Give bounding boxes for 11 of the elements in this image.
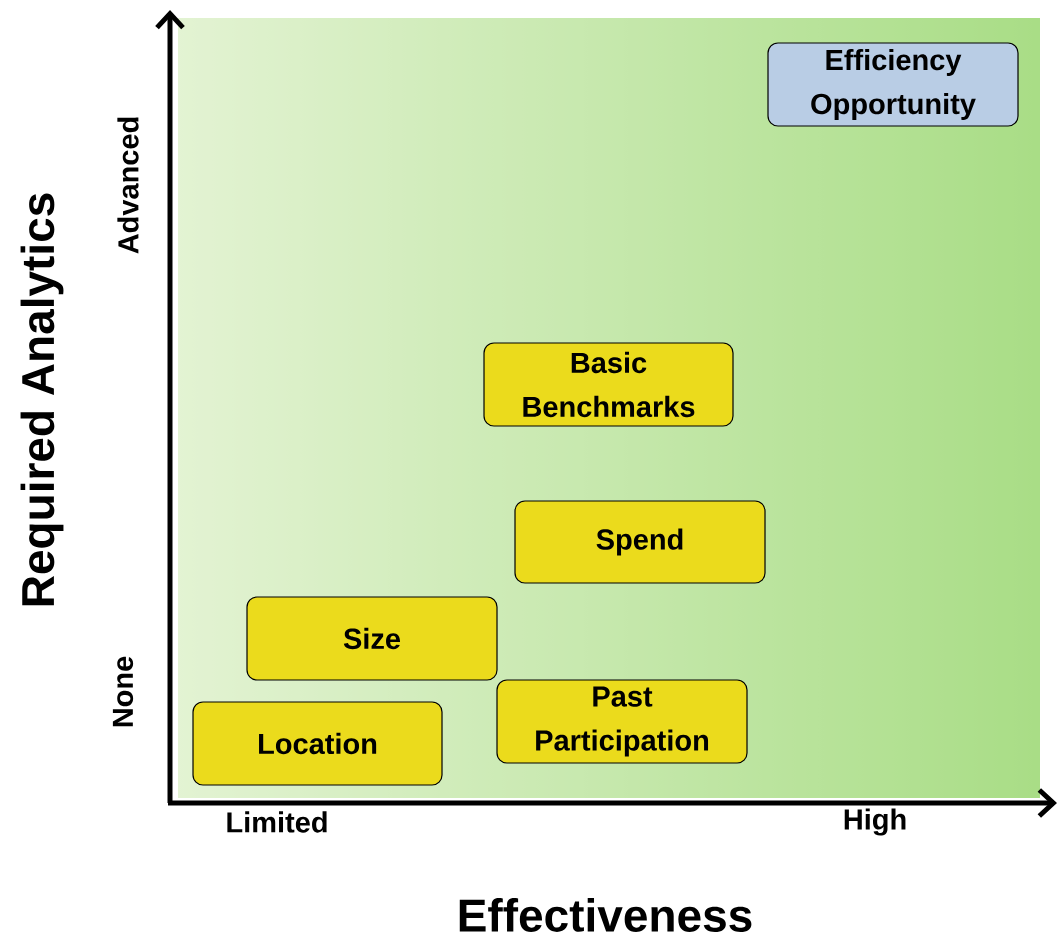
axis-tick-label: High	[844, 808, 906, 836]
category-box: Location	[192, 701, 443, 786]
category-box: Past Participation	[496, 679, 748, 764]
axis-title: Required Analytics	[20, 193, 64, 606]
category-box: Efficiency Opportunity	[767, 42, 1019, 127]
category-box: Spend	[514, 500, 766, 584]
category-box: Basic Benchmarks	[483, 342, 734, 427]
axis-title: Effectiveness	[459, 898, 752, 932]
axis-tick-label: None	[112, 656, 134, 727]
category-box: Size	[246, 596, 498, 681]
axis-tick-label: Advanced	[117, 117, 139, 254]
